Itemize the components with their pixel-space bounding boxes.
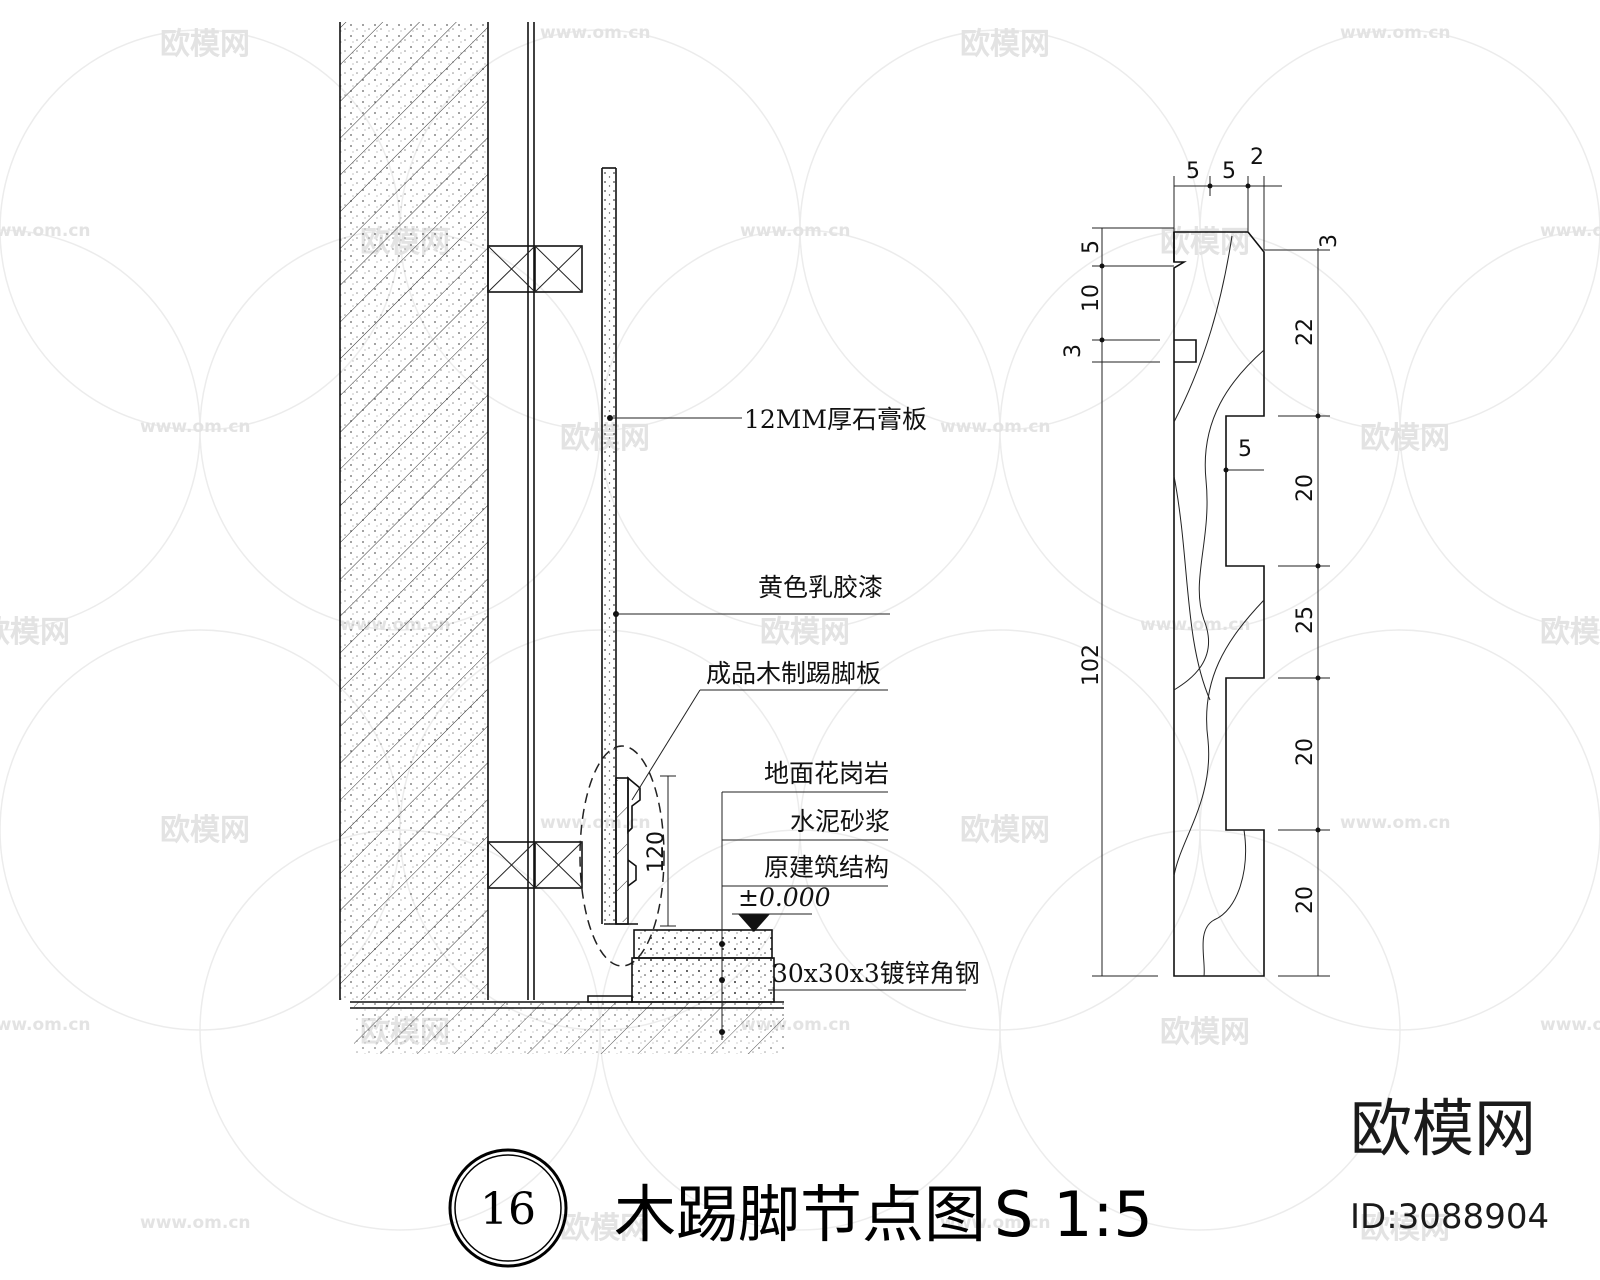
detail-number-circle: [448, 1148, 568, 1268]
title-block: 16 木踢脚节点图 S 1:5: [448, 1148, 1153, 1268]
profile-outline: [1173, 231, 1265, 977]
profile-right-dims: 3 22 20 25 20 20: [1264, 234, 1342, 977]
watermark-text: 欧模网: [960, 813, 1050, 848]
watermark-url: www.om.cn: [1340, 813, 1451, 833]
profile-inner-dim: 5: [1223, 437, 1264, 473]
dim-top-1: 5: [1186, 159, 1200, 184]
dim-top-3: 2: [1250, 145, 1264, 170]
floor-layers: [350, 929, 784, 1054]
dim-right-6: 20: [1293, 886, 1318, 914]
brand-watermark: 欧模网 ID:3088904: [1350, 1092, 1549, 1237]
dim-right-1: 3: [1317, 234, 1342, 248]
profile-top-dims: 5 5 2: [1173, 145, 1282, 250]
watermark-pattern: 欧模网欧模网欧模网欧模网欧模网欧模网欧模网欧模网欧模网欧模网欧模网欧模网欧模网欧…: [0, 23, 1600, 1246]
watermark-arcs: [0, 29, 1600, 1231]
label-gypsum-board: 12MM厚石膏板: [744, 405, 927, 434]
label-granite: 地面花岗岩: [764, 759, 889, 788]
section-detail: 120 12MM厚石膏板 黄色乳胶漆 成品木制踢脚板 地面花岗岩 水泥砂浆: [339, 22, 980, 1054]
watermark-text: 欧模网: [560, 1211, 650, 1246]
label-level: ±0.000: [738, 883, 831, 912]
drawing-scale: S 1:5: [994, 1178, 1153, 1251]
watermark-url: www.om.cn: [0, 1015, 91, 1035]
dim-right-4: 25: [1293, 606, 1318, 634]
dim-120: 120: [644, 775, 676, 927]
detail-number: 16: [480, 1184, 536, 1235]
watermark-text: 欧模网: [1160, 225, 1250, 260]
dim-inner: 5: [1238, 437, 1252, 462]
brand-name: 欧模网: [1350, 1092, 1536, 1165]
baseboard-profile: 5 5 2 5 10 3 102 5: [1061, 145, 1342, 977]
label-latex-paint: 黄色乳胶漆: [758, 573, 883, 602]
label-angle-steel: 30x30x3镀锌角钢: [772, 959, 980, 988]
drawing-title: 木踢脚节点图: [614, 1178, 986, 1251]
label-mortar: 水泥砂浆: [790, 807, 890, 836]
watermark-url: www.om.cn: [940, 417, 1051, 437]
watermark-url: www.om.cn: [140, 417, 251, 437]
wood-block-upper: [487, 245, 583, 293]
gypsum-board: [602, 168, 616, 924]
leader-lines: [607, 415, 966, 1040]
watermark-url: www.om.cn: [540, 23, 651, 43]
label-wood-baseboard: 成品木制踢脚板: [706, 659, 881, 688]
watermark-text: 欧模网: [1540, 615, 1600, 650]
dim-top-2: 5: [1222, 159, 1236, 184]
watermark-url: www.om.cn: [0, 221, 91, 241]
watermark-text: 欧模网: [0, 615, 70, 650]
dim-right-2: 22: [1293, 318, 1318, 346]
watermark-url: www.om.cn: [140, 1213, 251, 1233]
watermark-url: www.om.cn: [1540, 221, 1600, 241]
watermark-url: www.om.cn: [1540, 1015, 1600, 1035]
label-structure: 原建筑结构: [764, 853, 889, 882]
dim-120-text: 120: [644, 831, 669, 873]
watermark-text: 欧模网: [760, 615, 850, 650]
dim-left-1: 5: [1079, 240, 1104, 254]
watermark-text: 欧模网: [960, 27, 1050, 62]
watermark-url: www.om.cn: [1140, 615, 1251, 635]
dim-total: 102: [1079, 644, 1104, 686]
watermark-url: www.om.cn: [540, 813, 651, 833]
wood-block-lower: [487, 841, 583, 889]
watermark-text: 欧模网: [1360, 421, 1450, 456]
watermark-text: 欧模网: [1160, 1015, 1250, 1050]
dim-right-3: 20: [1293, 474, 1318, 502]
watermark-url: www.om.cn: [1340, 23, 1451, 43]
detail-callout-ellipse: [579, 745, 665, 967]
profile-left-dims: 5 10 3 102: [1061, 227, 1174, 977]
dim-left-2: 10: [1079, 284, 1104, 312]
watermark-text: 欧模网: [160, 27, 250, 62]
watermark-url: www.om.cn: [940, 1213, 1051, 1233]
dim-left-3: 3: [1061, 344, 1086, 358]
watermark-text: 欧模网: [1360, 1211, 1450, 1246]
brand-id: ID:3088904: [1350, 1197, 1549, 1237]
watermark-text: 欧模网: [160, 813, 250, 848]
watermark-url: www.om.cn: [740, 221, 851, 241]
dim-right-5: 20: [1293, 738, 1318, 766]
